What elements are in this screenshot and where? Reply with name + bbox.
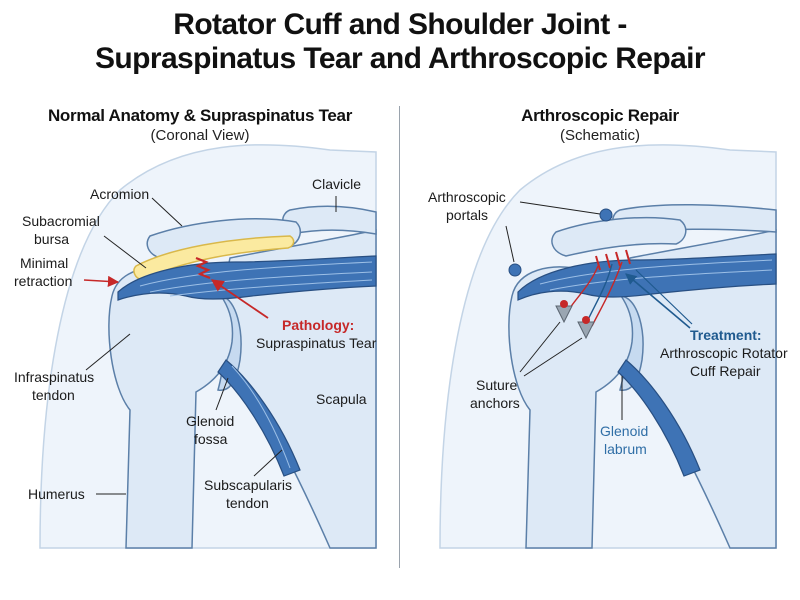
portal-anterior — [599, 208, 613, 222]
left-panel-heading: Normal Anatomy & Supraspinatus Tear (Cor… — [0, 106, 400, 146]
label-infraspinatus-2: tendon — [32, 387, 75, 403]
suture-stitches — [595, 249, 631, 271]
label-labrum-1: Glenoid — [600, 423, 648, 439]
label-portals-2: portals — [446, 207, 488, 223]
suture-anchor-2 — [577, 316, 595, 340]
panel-divider — [399, 106, 400, 568]
label-scapula: Scapula — [316, 391, 367, 407]
right-panel-subtitle: (Schematic) — [559, 127, 641, 144]
label-minimal-1: Minimal — [20, 255, 68, 271]
right-panel-heading: Arthroscopic Repair (Schematic) — [400, 106, 800, 146]
label-glenoid-2: fossa — [194, 431, 228, 447]
label-infraspinatus-1: Infraspinatus — [14, 369, 94, 385]
left-panel-subtitle: (Coronal View) — [150, 127, 250, 144]
right-acromion-bone — [551, 216, 687, 257]
label-acromion: Acromion — [90, 186, 149, 202]
label-portals-1: Arthroscopic — [428, 189, 506, 205]
supraspinatus-tendon — [117, 255, 377, 301]
label-subacromial-1: Subacromial — [22, 213, 100, 229]
label-treatment-3: Cuff Repair — [690, 363, 761, 379]
label-subscapularis-1: Subscapularis — [204, 477, 292, 493]
main-title: Rotator Cuff and Shoulder Joint - Supras… — [0, 8, 800, 76]
label-glenoid-1: Glenoid — [186, 413, 234, 429]
suture-anchor-1 — [555, 300, 573, 324]
left-illustration: Acromion Clavicle Subacromial bursa Mini… — [14, 144, 377, 549]
subscapularis-tendon — [217, 359, 301, 477]
label-suture-2: anchors — [470, 395, 520, 411]
label-humerus: Humerus — [28, 486, 85, 502]
tear-zigzag — [195, 256, 211, 280]
right-subscapularis-tendon — [617, 359, 701, 477]
right-illustration: Arthroscopic portals Treatment: Arthrosc… — [428, 144, 788, 549]
label-pathology: Pathology: — [282, 317, 354, 333]
label-minimal-2: retraction — [14, 273, 72, 289]
label-supraspinatus-tear: Supraspinatus Tear — [256, 335, 377, 351]
label-subscapularis-2: tendon — [226, 495, 269, 511]
label-suture-1: Suture — [476, 377, 517, 393]
title-line-2: Supraspinatus Tear and Arthroscopic Repa… — [95, 42, 706, 75]
portal-lateral — [508, 263, 522, 277]
label-subacromial-2: bursa — [34, 231, 69, 247]
label-treatment: Treatment: — [690, 327, 762, 343]
label-clavicle: Clavicle — [312, 176, 361, 192]
title-line-1: Rotator Cuff and Shoulder Joint - — [173, 8, 627, 41]
label-treatment-2: Arthroscopic Rotator — [660, 345, 788, 361]
label-labrum-2: labrum — [604, 441, 647, 457]
right-panel-title: Arthroscopic Repair — [521, 106, 679, 125]
right-humerus-bone — [508, 266, 634, 549]
left-panel-title: Normal Anatomy & Supraspinatus Tear — [47, 106, 353, 125]
